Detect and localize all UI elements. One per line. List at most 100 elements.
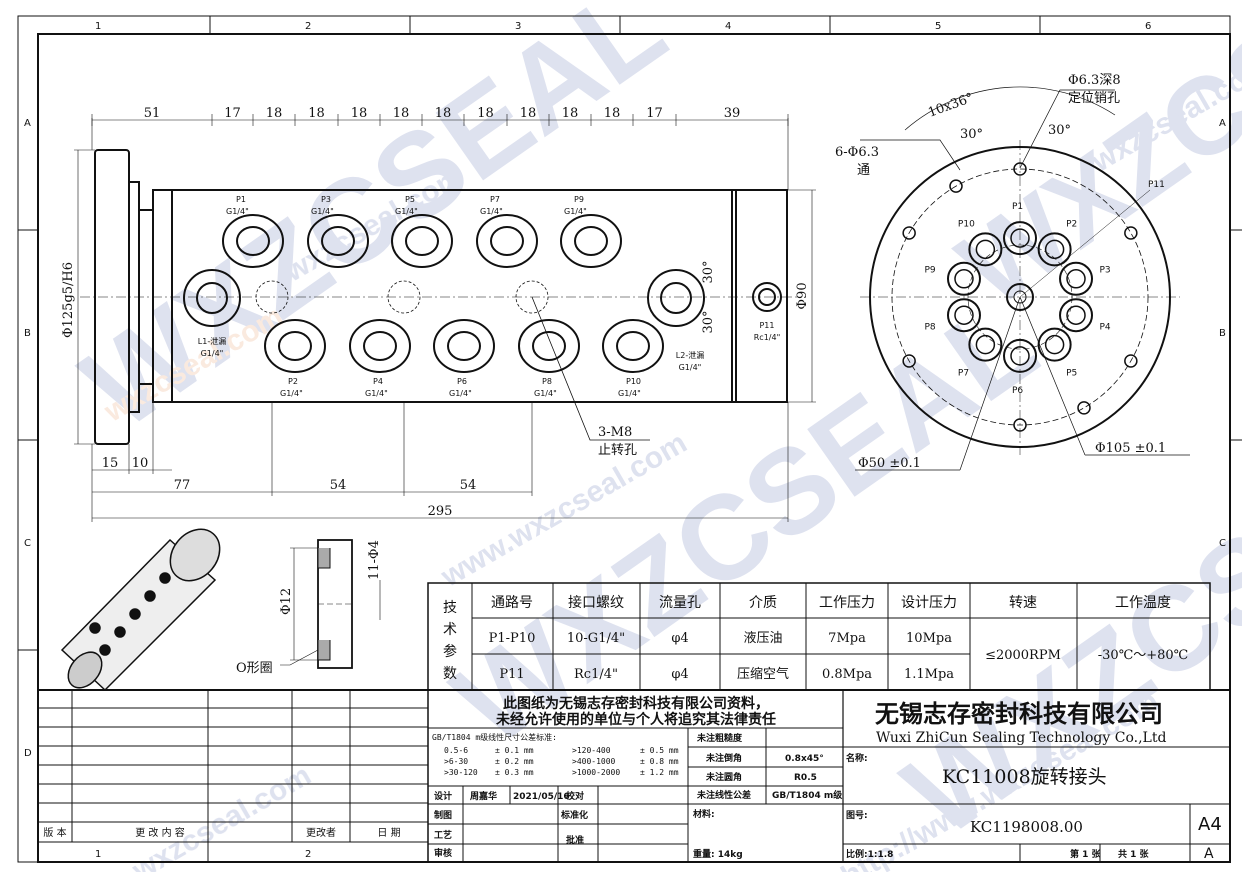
tol-title: GB/T1804 m级线性尺寸公差标准: (432, 732, 557, 742)
side-port-bore (1066, 305, 1086, 325)
dim-label: 54 (330, 478, 347, 493)
bolt-hole (1124, 226, 1138, 240)
pin-hole-label: Φ6.3深8 (1068, 73, 1121, 88)
port-name: P6 (457, 377, 467, 386)
tol-cell: ± 0.1 mm (495, 746, 534, 755)
port-bore (490, 226, 524, 256)
side-port-label: P10 (958, 220, 975, 230)
paper-size: A4 (1198, 814, 1222, 835)
grid-row-label: A (1219, 118, 1226, 129)
port-name: P4 (373, 377, 383, 386)
design-date: 2021/05/16 (513, 792, 570, 802)
company-name-en: Wuxi ZhiCun Sealing Technology Co.,Ltd (876, 730, 1166, 746)
leak-port-thread: G1/4" (679, 363, 702, 372)
side-port-bore (1044, 334, 1065, 355)
side-port-outline (1037, 327, 1072, 362)
port-outline (433, 319, 495, 373)
table-header: 接口螺纹 (568, 594, 624, 611)
tol-cell: ± 0.8 mm (640, 757, 679, 766)
notice-line: 未经允许使用的单位与个人将追究其法律责任 (496, 711, 776, 728)
side-port-outline (1003, 221, 1037, 256)
port-thread: G1/4" (395, 207, 418, 216)
drawing-number: KC1198008.00 (970, 818, 1083, 836)
watermark-url: wxzcseal.com (126, 758, 317, 872)
port-name: P5 (405, 195, 415, 204)
chamfer-value: 0.8x45° (785, 754, 824, 764)
grid-row-label: B (1219, 328, 1226, 339)
table-cell: 10-G1/4" (567, 631, 625, 646)
dim-label: 17 (646, 106, 663, 121)
dim-label: 17 (224, 106, 241, 121)
table-cell: -30℃～+80℃ (1098, 648, 1188, 663)
dim-label: 15 (102, 456, 119, 471)
roughness-label: 未注粗糙度 (696, 732, 743, 744)
company-name-cn: 无锡志存密封科技有限公司 (875, 700, 1163, 728)
bolt-hole (949, 179, 963, 193)
std-label: 标准化 (560, 809, 588, 821)
side-port-outline (1037, 232, 1072, 267)
bolt-hole (902, 226, 916, 240)
angle-label: 30° (960, 127, 983, 142)
seal-dim: Φ12 (279, 588, 294, 615)
bolt-hole (1077, 401, 1091, 415)
side-port-label: P11 (1148, 180, 1165, 190)
review-label: 审核 (434, 847, 452, 859)
side-port-bore (1010, 346, 1030, 366)
side-port-label: P4 (1099, 322, 1110, 332)
port-outline (560, 214, 622, 268)
table-header: 介质 (749, 595, 777, 611)
grid-col-label: 2 (305, 849, 311, 860)
side-port-bore (954, 269, 974, 289)
port-thread: G1/4" (226, 207, 249, 216)
port-thread: G1/4" (280, 389, 303, 398)
port-bore (405, 226, 439, 256)
grid-row-label: C (24, 538, 31, 549)
stop-hole-label: 止转孔 (598, 443, 637, 458)
rev-header: 日 期 (377, 827, 400, 839)
port-name: P7 (490, 195, 500, 204)
angle-label: 30° (1048, 123, 1071, 138)
side-port-label: P6 (1012, 386, 1023, 396)
side-port-label: P3 (1099, 266, 1110, 276)
rev-header: 版 本 (43, 826, 66, 839)
leak-port-thread: G1/4" (201, 349, 224, 358)
dim-label: 39 (724, 106, 741, 121)
table-cell: 压缩空气 (737, 666, 789, 682)
port-outline (264, 319, 326, 373)
side-bolt-holes (902, 162, 1138, 432)
grid-row-label: C (1219, 538, 1226, 549)
port-outline (307, 214, 369, 268)
grid-row-label: A (24, 118, 31, 129)
table-cell: Rc1/4" (574, 667, 618, 682)
tol-cell: ± 1.2 mm (640, 768, 679, 777)
scale-label: 比例:1:1.8 (846, 848, 893, 860)
table-cell: 液压油 (743, 631, 782, 646)
fillet-value: R0.5 (794, 773, 817, 783)
dim-label: 295 (428, 504, 453, 519)
tol-cell: >1000-2000 (572, 768, 620, 777)
grid-col-label: 5 (935, 21, 941, 32)
dim-label: 18 (562, 106, 579, 121)
tol-cell: 0.5-6 (444, 746, 468, 755)
through-hole-label: 通 (857, 163, 870, 178)
table-cell: φ4 (671, 667, 688, 682)
grid-row-label: B (24, 328, 31, 339)
side-port-label: P2 (1066, 220, 1077, 230)
draft-label: 制图 (434, 809, 452, 821)
lin-tol-value: GB/T1804 m级 (772, 789, 843, 801)
bolt-hole (902, 354, 916, 368)
grid-col-label: 4 (725, 21, 731, 32)
port-bore (532, 331, 566, 361)
grid-col-label: 6 (1145, 21, 1151, 32)
side-port-outline (968, 327, 1003, 362)
port-name: P10 (626, 377, 641, 386)
side-port-outline (1059, 261, 1094, 296)
side-port-bore (975, 239, 996, 260)
process-label: 工艺 (434, 829, 452, 841)
port-thread: G1/4" (618, 389, 641, 398)
title-block (37, 689, 1231, 863)
port-name: P2 (288, 377, 298, 386)
port-outline (222, 214, 284, 268)
table-header: 工作温度 (1115, 595, 1171, 611)
